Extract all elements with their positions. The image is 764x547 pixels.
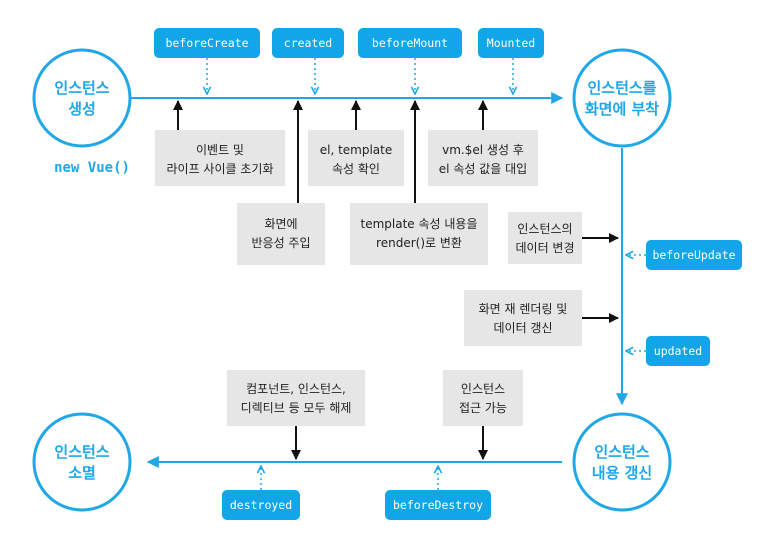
note-teardown-line1: 컴포넌트, 인스턴스,: [246, 382, 346, 396]
note-init-events: 이벤트 및 라이프 사이클 초기화: [155, 100, 285, 186]
note-teardown-line2: 디렉티브 등 모두 해제: [241, 401, 352, 415]
state-destroy-line2: 소멸: [68, 464, 96, 482]
note-check-el-template-line1: el, template: [320, 143, 393, 157]
note-init-events-line2: 라이프 사이클 초기화: [167, 162, 274, 176]
hook-before-mount-label: beforeMount: [372, 36, 448, 50]
note-vm-el-create-line1: vm.$el 생성 후: [442, 143, 524, 157]
state-destroy: 인스턴스 소멸: [32, 412, 132, 512]
state-attach-line1: 인스턴스를: [587, 79, 656, 97]
hook-before-update-label: beforeUpdate: [652, 248, 735, 262]
hook-destroyed-label: destroyed: [230, 498, 292, 512]
note-rerender-line2: 데이터 갱신: [493, 321, 552, 335]
state-update-line2: 내용 갱신: [592, 464, 652, 482]
note-data-change-line2: 데이터 변경: [515, 241, 574, 255]
note-accessible: 인스턴스 접근 가능: [443, 370, 523, 460]
hook-mounted: Mounted: [478, 28, 544, 94]
state-update-line1: 인스턴스: [594, 443, 649, 461]
note-check-el-template: el, template 속성 확인: [308, 100, 404, 186]
hook-before-create-label: beforeCreate: [165, 36, 248, 50]
hook-created-label: created: [284, 36, 332, 50]
note-vm-el-create: vm.$el 생성 후 el 속성 값을 대입: [428, 100, 538, 186]
note-check-el-template-line2: 속성 확인: [332, 162, 380, 176]
hook-destroyed: destroyed: [222, 466, 300, 520]
note-template-to-render-line1: template 속성 내용을: [361, 217, 478, 231]
note-init-events-line1: 이벤트 및: [196, 143, 244, 157]
note-rerender: 화면 재 렌더링 및 데이터 갱신: [464, 290, 619, 346]
note-data-change-line1: 인스턴스의: [517, 222, 572, 236]
hook-before-update: beforeUpdate: [626, 240, 742, 270]
hook-before-create: beforeCreate: [154, 28, 260, 94]
state-attach-line2: 화면에 부착: [585, 100, 659, 118]
hook-mounted-label: Mounted: [487, 36, 535, 50]
new-vue-label: new Vue(): [54, 160, 130, 176]
hook-before-destroy-label: beforeDestroy: [393, 498, 483, 512]
hook-updated-label: updated: [654, 344, 702, 358]
state-create-line2: 생성: [68, 100, 96, 118]
hook-before-mount: beforeMount: [358, 28, 462, 94]
hook-updated: updated: [626, 336, 710, 366]
hook-before-destroy: beforeDestroy: [385, 466, 491, 520]
state-attach: 인스턴스를 화면에 부착: [572, 48, 672, 148]
note-teardown: 컴포넌트, 인스턴스, 디렉티브 등 모두 해제: [227, 370, 365, 460]
note-template-to-render: template 속성 내용을 render()로 변환: [350, 100, 488, 265]
note-data-change: 인스턴스의 데이터 변경: [508, 212, 619, 264]
note-inject-reactivity-line2: 반응성 주입: [251, 236, 310, 250]
note-template-to-render-line2: render()로 변환: [376, 236, 462, 250]
note-rerender-line1: 화면 재 렌더링 및: [479, 302, 568, 316]
state-destroy-line1: 인스턴스: [54, 443, 109, 461]
hook-created: created: [272, 28, 344, 94]
state-create: 인스턴스 생성: [32, 48, 132, 148]
note-accessible-line1: 인스턴스: [461, 382, 505, 396]
note-accessible-line2: 접근 가능: [459, 401, 507, 415]
note-vm-el-create-line2: el 속성 값을 대입: [439, 162, 527, 176]
state-create-line1: 인스턴스: [54, 79, 109, 97]
note-inject-reactivity-line1: 화면에: [264, 217, 297, 231]
note-inject-reactivity: 화면에 반응성 주입: [237, 100, 325, 265]
state-update: 인스턴스 내용 갱신: [572, 412, 672, 512]
